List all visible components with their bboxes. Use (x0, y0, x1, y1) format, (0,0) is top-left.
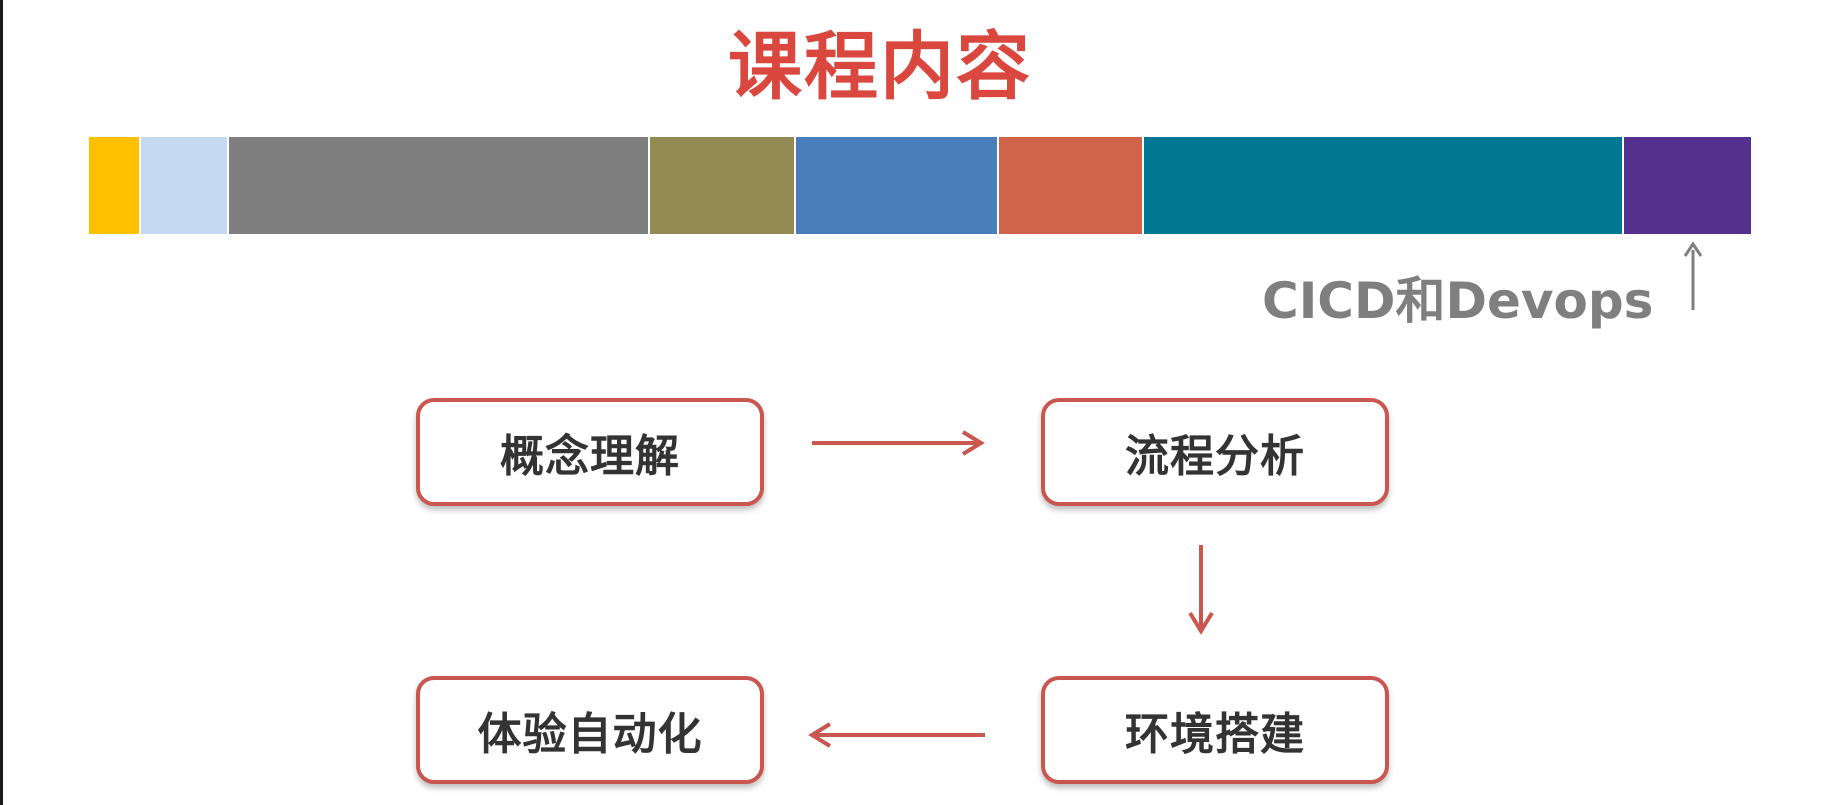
bar-segment-8 (1623, 137, 1751, 234)
arrow-left-icon (808, 722, 985, 748)
page-title: 课程内容 (728, 24, 1032, 110)
step-environment-setup: 环境搭建 (1041, 676, 1389, 784)
bar-segment-1 (89, 137, 141, 234)
step-concept-understanding: 概念理解 (416, 398, 764, 506)
bar-segment-2 (141, 137, 229, 234)
bar-caption: CICD和Devops (1262, 272, 1654, 330)
course-progress-bar (89, 137, 1751, 234)
step-process-analysis: 流程分析 (1041, 398, 1389, 506)
bar-segment-5 (795, 137, 999, 234)
bar-segment-6 (998, 137, 1144, 234)
bar-segment-7 (1143, 137, 1624, 234)
arrow-down-icon (1188, 545, 1214, 635)
step-experience-automation: 体验自动化 (416, 676, 764, 784)
arrow-right-icon (812, 430, 985, 456)
bar-segment-4 (650, 137, 796, 234)
bar-segment-3 (229, 137, 650, 234)
caption-up-arrow-icon (1683, 241, 1703, 310)
left-edge-border (0, 0, 3, 805)
